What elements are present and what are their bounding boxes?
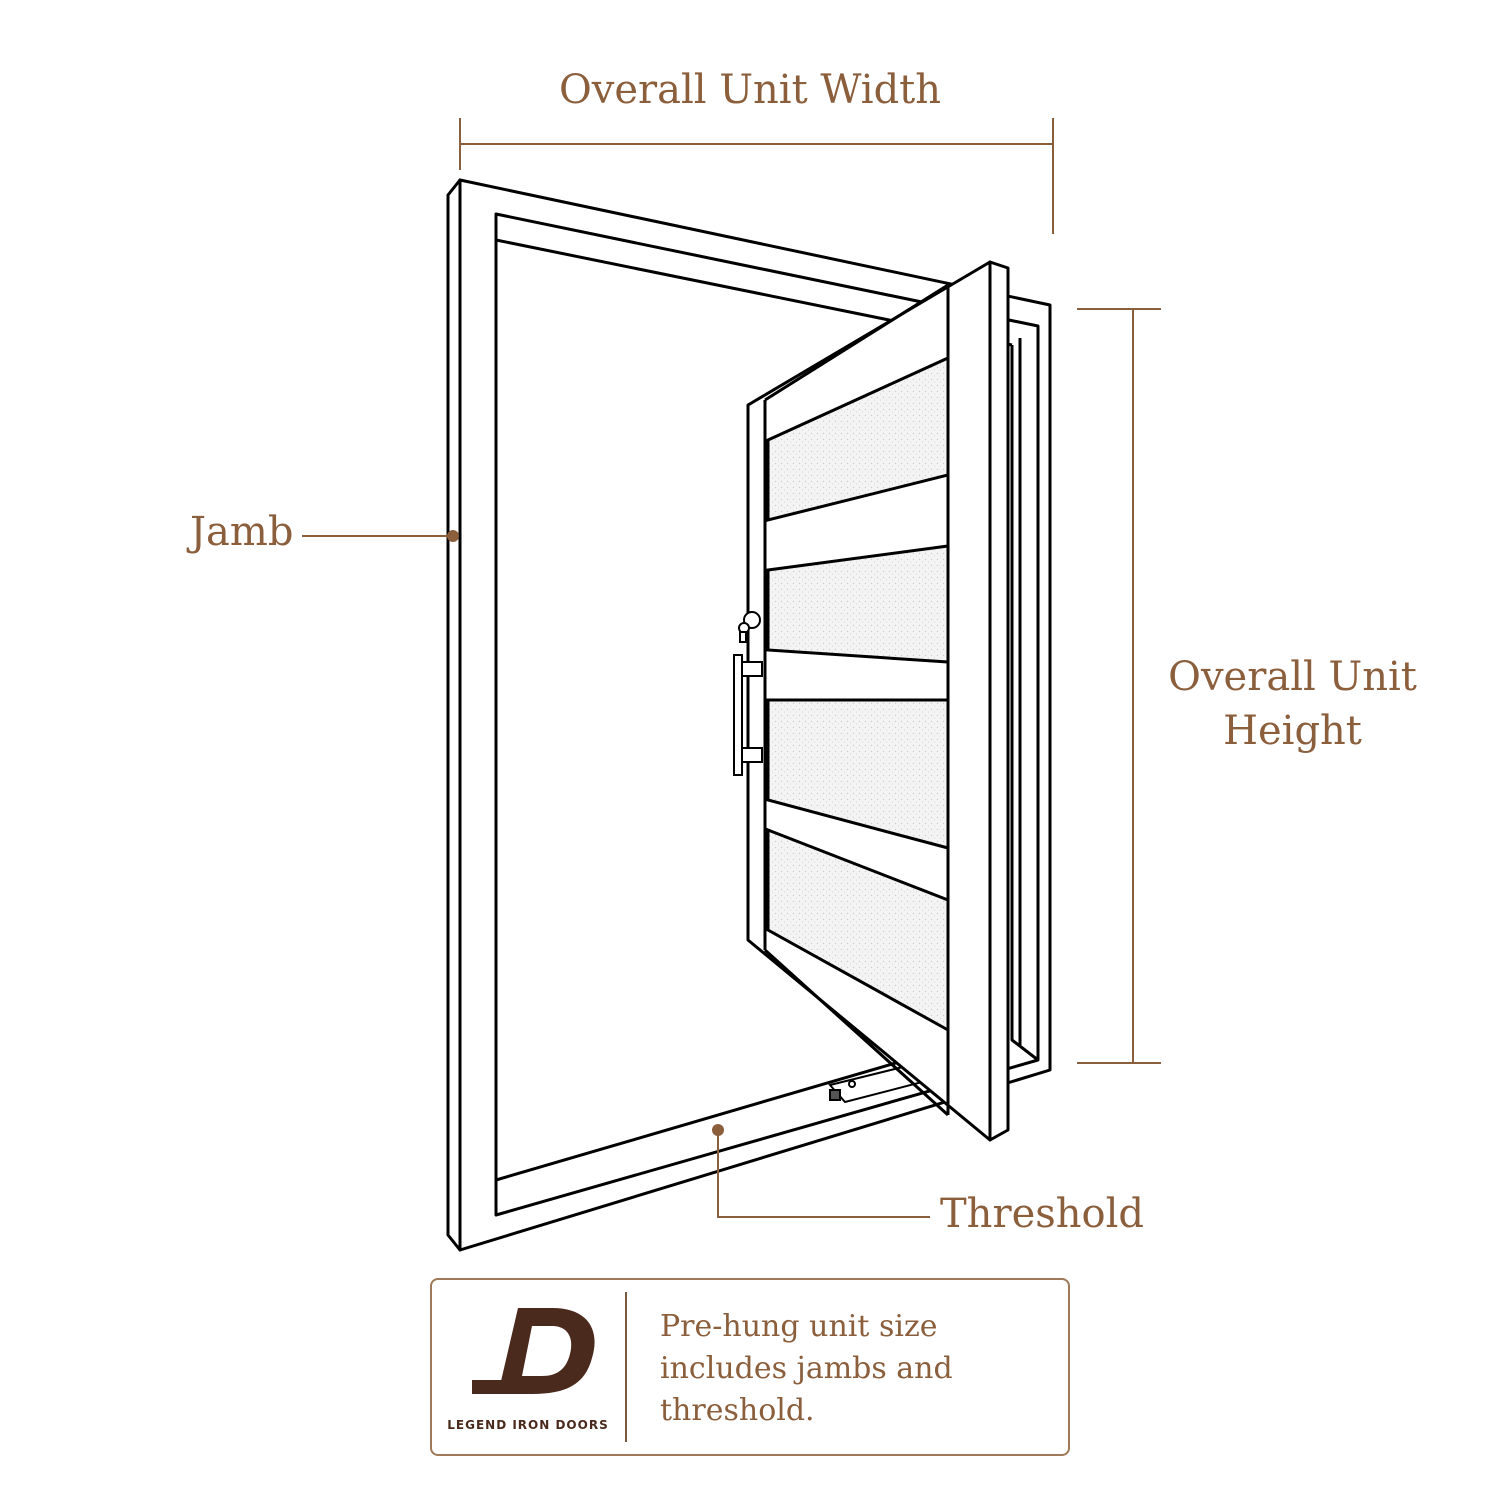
height-dimension (1077, 308, 1161, 1064)
glass-panel (766, 544, 950, 664)
glass-panel (766, 827, 950, 1033)
threshold-leader (712, 1124, 930, 1218)
divider (625, 1292, 627, 1442)
overall-width-label: Overall Unit Width (558, 67, 942, 113)
logo-mark-icon (472, 1308, 595, 1394)
brand-name: LEGEND IRON DOORS (447, 1418, 609, 1432)
glass-panel (766, 355, 950, 522)
info-box: LEGEND IRON DOORS Pre-hung unit size inc… (430, 1278, 1070, 1456)
glass-panels (766, 355, 950, 1033)
width-dimension (459, 118, 1054, 234)
overall-height-label: Overall Unit Height (1168, 654, 1417, 754)
brand-logo: LEGEND IRON DOORS (440, 1290, 616, 1446)
jamb-leader (302, 530, 459, 542)
jamb-label: Jamb (190, 509, 294, 555)
door-handle (733, 611, 763, 776)
glass-panel (766, 698, 950, 850)
info-note: Pre-hung unit size includes jambs and th… (660, 1309, 953, 1428)
threshold-label: Threshold (940, 1191, 1145, 1237)
